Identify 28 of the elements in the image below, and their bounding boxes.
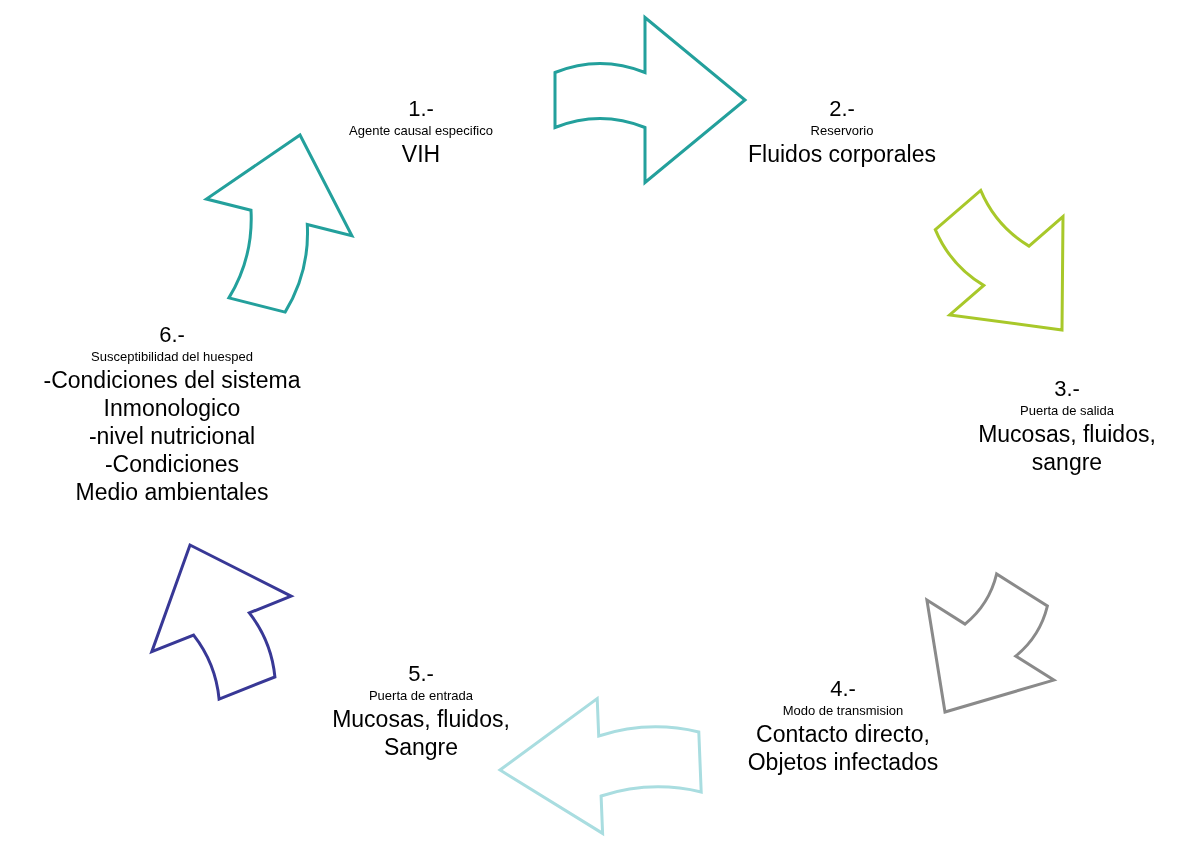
- step-text: Contacto directo, Objetos infectados: [746, 720, 940, 776]
- block-arrow: [498, 697, 703, 835]
- block-arrow: [553, 16, 747, 184]
- step-number: 3.-: [1054, 376, 1080, 402]
- block-arrow: [933, 188, 1065, 332]
- step-number: 2.-: [829, 96, 855, 122]
- step-heading: Reservorio: [810, 122, 874, 140]
- step-heading: Puerta de entrada: [368, 687, 474, 705]
- block-arrow: [150, 543, 293, 701]
- step-text: Inmonologico: [103, 394, 241, 422]
- step-text: Mucosas, fluidos, Sangre: [331, 705, 511, 761]
- step-text: -nivel nutricional: [88, 422, 256, 450]
- step-text: Mucosas, fluidos, sangre: [977, 420, 1157, 476]
- step-heading: Puerta de salida: [1020, 402, 1114, 420]
- step-heading: Modo de transmision: [782, 702, 904, 720]
- step-text: -Condiciones: [104, 450, 240, 478]
- step-number: 6.-: [159, 322, 185, 348]
- step-number: 4.-: [830, 676, 856, 702]
- step-number: 1.-: [408, 96, 434, 122]
- step-text: Medio ambientales: [75, 478, 269, 506]
- step-text: VIH: [401, 140, 441, 168]
- block-arrow: [925, 572, 1056, 714]
- step-heading: Susceptibilidad del huesped: [91, 348, 253, 366]
- step-heading: Agente causal especifico: [349, 122, 493, 140]
- step-number: 5.-: [408, 661, 434, 687]
- step-text: Fluidos corporales: [748, 140, 936, 168]
- step-text: -Condiciones del sistema: [43, 366, 301, 394]
- block-arrow: [204, 133, 354, 314]
